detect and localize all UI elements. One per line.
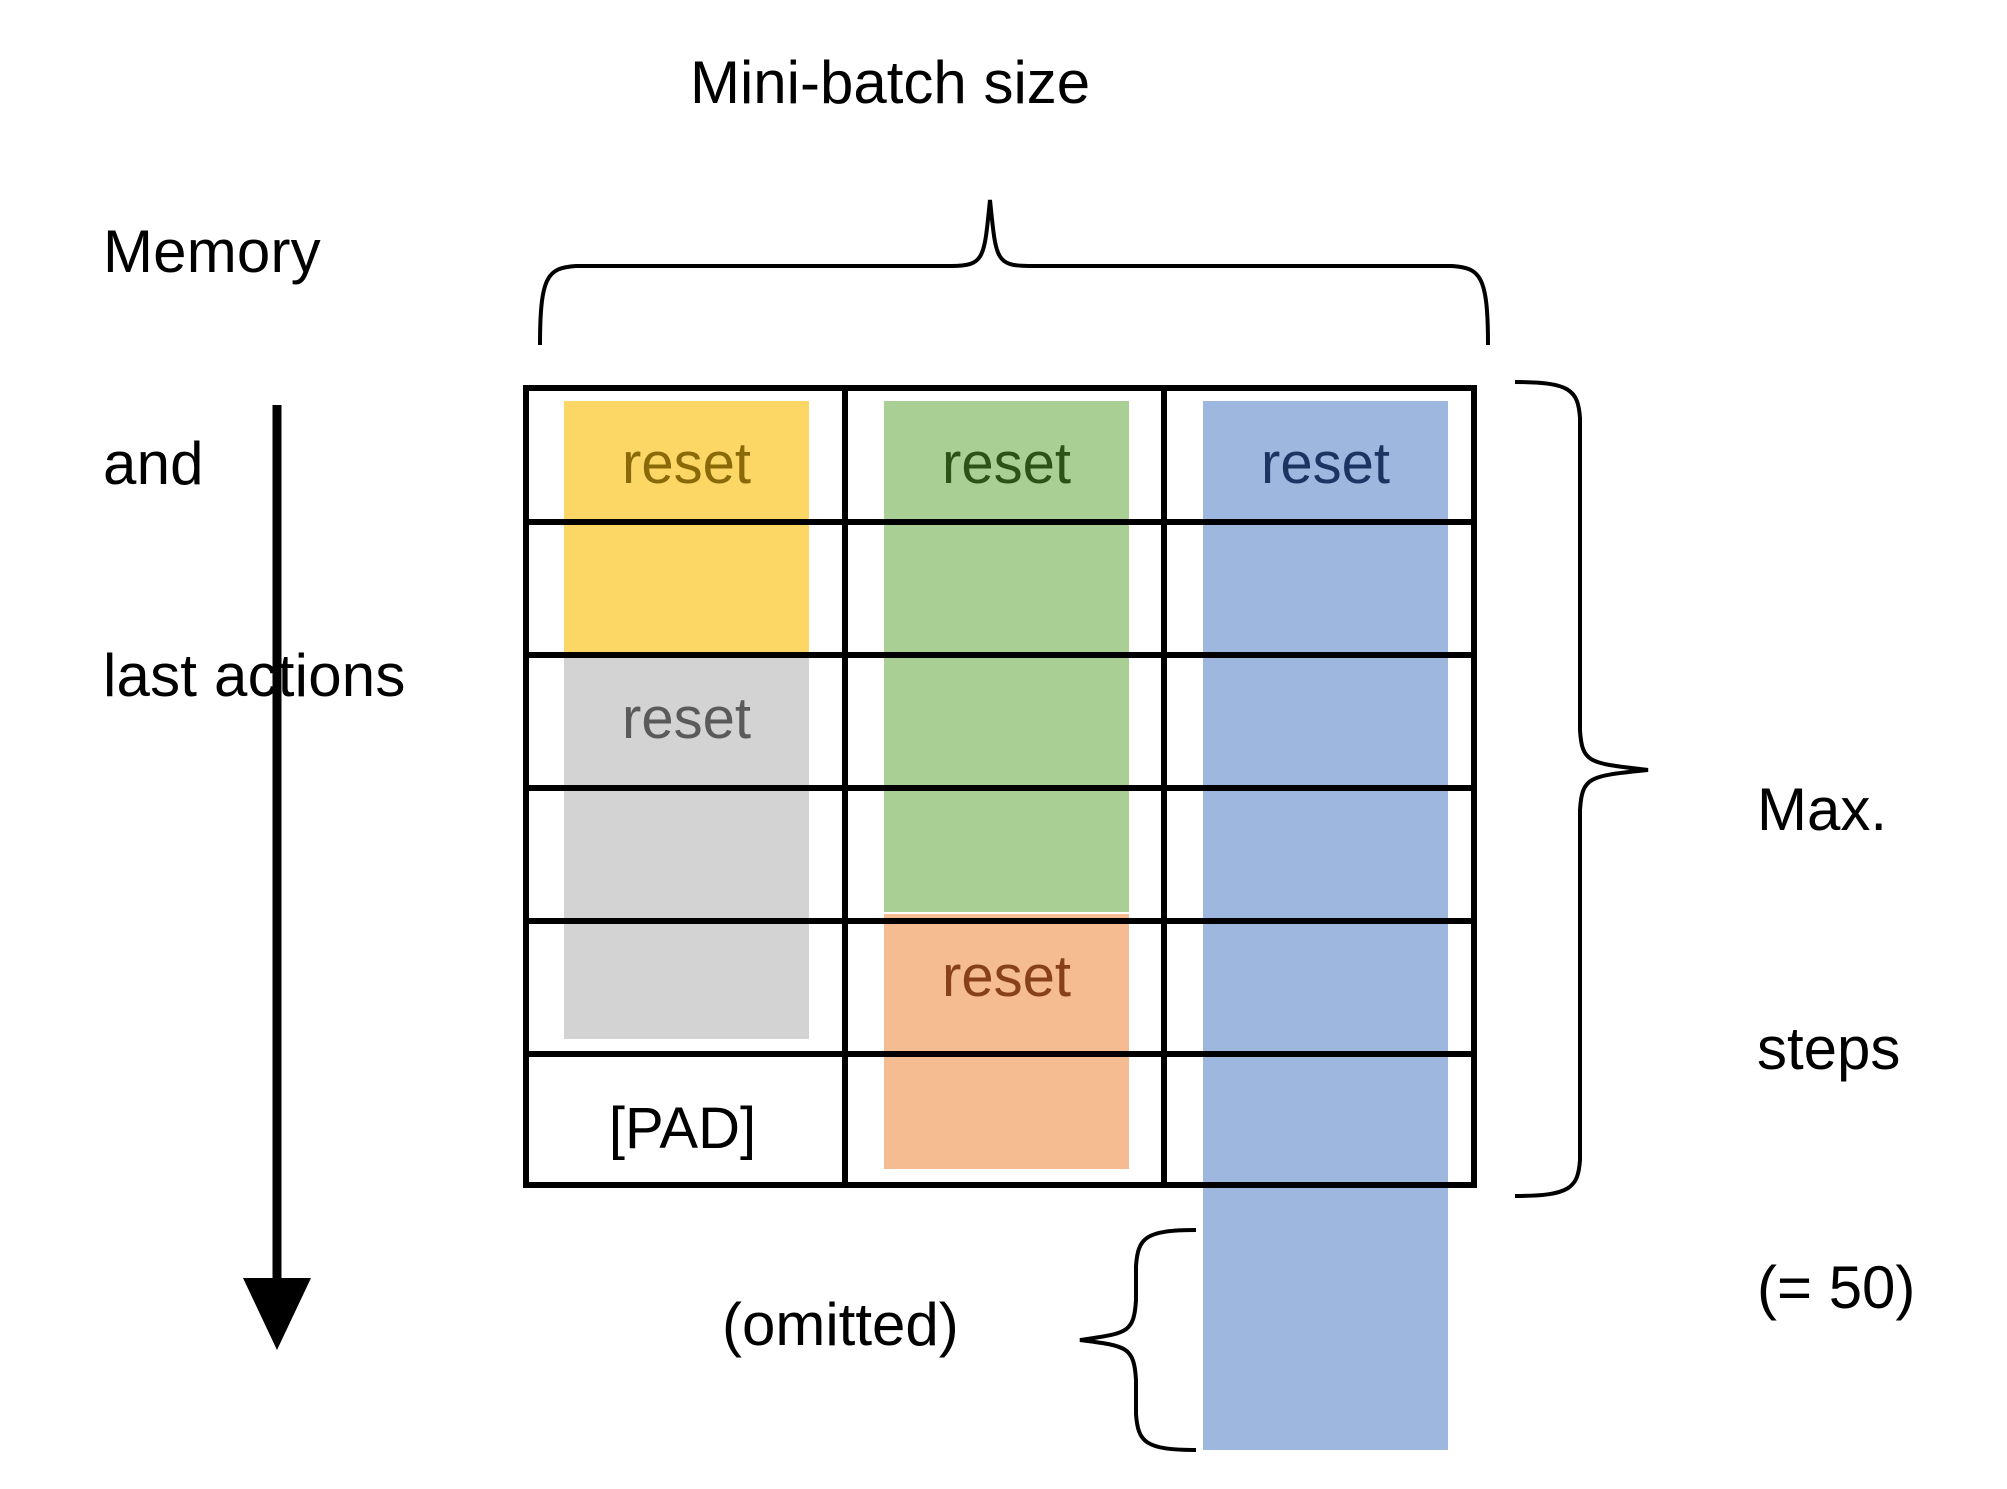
memory-axis-label-line-1: Memory (103, 217, 321, 285)
mini-batch-brace (538, 199, 1490, 346)
pad-cell-label: [PAD] (608, 1096, 757, 1161)
max-steps-label-line-1: Max. (1757, 775, 1888, 843)
memory-direction-arrow (243, 405, 311, 1350)
episode-reset-label-orange: reset (942, 944, 1071, 1009)
memory-axis-label-line-2: and (103, 429, 204, 497)
max-steps-label-line-3: (= 50) (1757, 1254, 1916, 1322)
episode-block-orange: reset (884, 914, 1129, 1169)
grid-row-divider-2 (529, 652, 1471, 658)
max-steps-brace (1514, 380, 1649, 1198)
episode-block-yellow: reset (564, 401, 809, 656)
mini-batch-size-label: Mini-batch size (690, 49, 1091, 116)
episode-reset-label-gray: reset (622, 686, 751, 751)
omitted-label: (omitted) (722, 1291, 959, 1358)
max-steps-label: Max. steps (= 50) (1757, 610, 2007, 1488)
episode-block-blue: reset (1203, 401, 1448, 1450)
memory-axis-label: Memory and last actions (103, 75, 483, 854)
episode-block-gray: reset (564, 656, 809, 1039)
grid-row-divider-3 (529, 785, 1471, 791)
episode-reset-label-yellow: reset (622, 431, 751, 496)
omitted-brace (1079, 1228, 1197, 1452)
step-grid (523, 385, 1477, 1188)
episode-reset-label-blue: reset (1261, 431, 1390, 496)
grid-row-divider-1 (529, 519, 1471, 525)
grid-row-divider-5 (529, 1051, 1471, 1057)
memory-axis-label-line-3: last actions (103, 642, 406, 710)
max-steps-label-line-2: steps (1757, 1014, 1901, 1082)
grid-row-divider-4 (529, 918, 1471, 924)
episode-reset-label-green: reset (942, 431, 1071, 496)
